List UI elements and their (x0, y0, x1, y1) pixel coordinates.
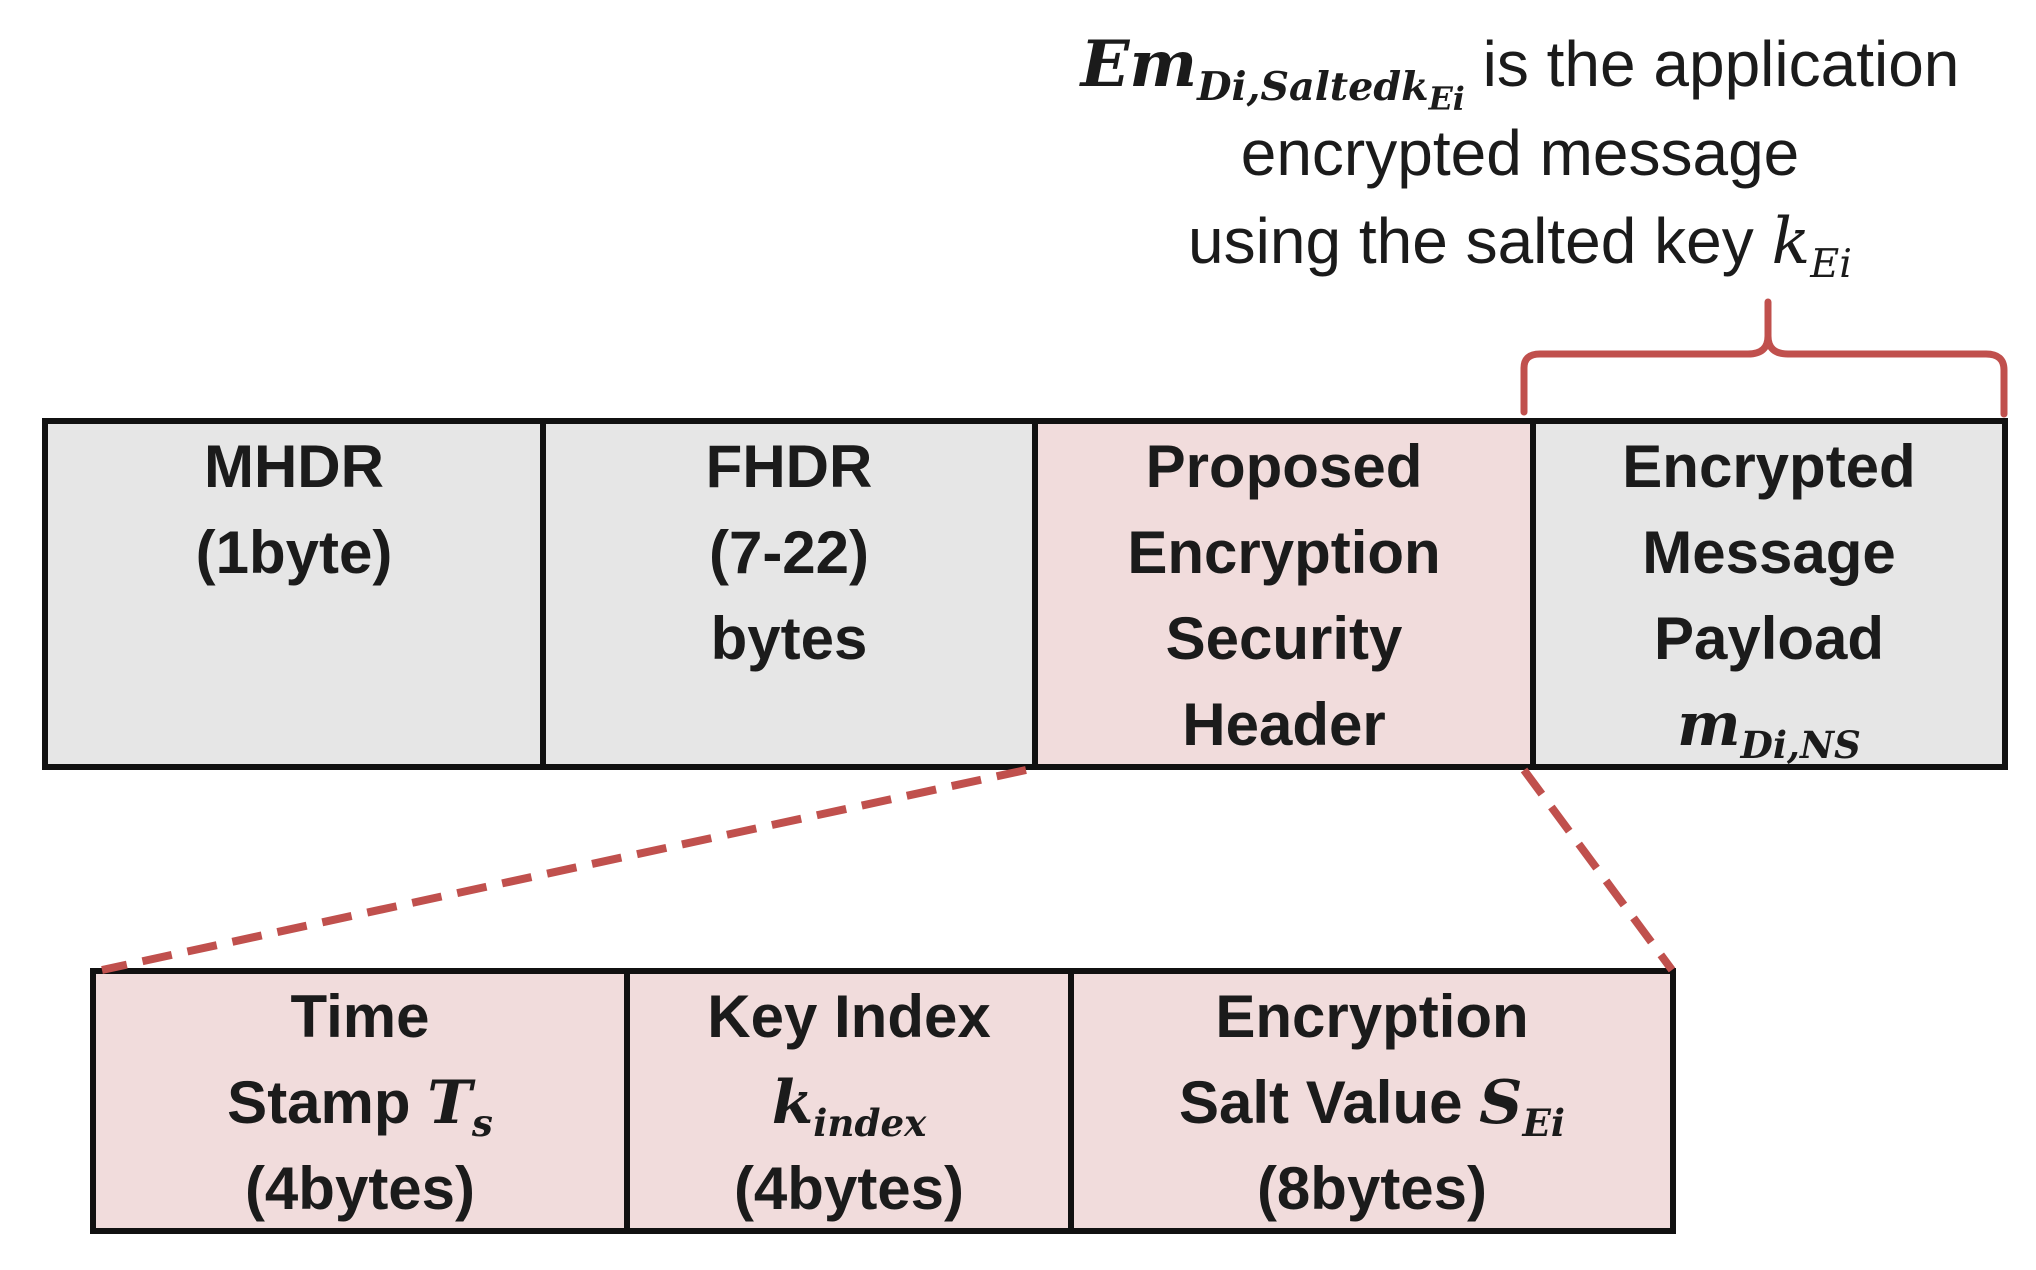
payload-annotation: EmDi,SaltedkEi is the application encryp… (1020, 20, 2020, 286)
field-mhdr: MHDR (1byte) (48, 424, 540, 764)
timestamp-line-1: Time (290, 983, 430, 1050)
annotation-line-2: encrypted message (1240, 117, 1800, 189)
security-header-line-4: Header (1182, 691, 1386, 758)
key-index-line-1: Key Index (707, 983, 991, 1050)
key-index-size: (4bytes) (733, 1155, 965, 1222)
field-mhdr-name: MHDR (204, 433, 384, 500)
timestamp-size: (4bytes) (244, 1155, 476, 1222)
annotation-line-1: EmDi,SaltedkEi is the application (1080, 27, 1960, 118)
salted-key-symbol: kEi (1771, 205, 1852, 287)
lorawan-frame: MHDR (1byte) FHDR (7-22) bytes Proposed … (42, 418, 2008, 770)
expansion-line-left (101, 766, 1027, 974)
security-header-detail: Time Stamp Ts (4bytes) Key Index kindex … (90, 968, 1676, 1234)
field-security-header: Proposed Encryption Security Header (1032, 424, 1530, 764)
security-header-line-2: Encryption (1127, 519, 1441, 586)
key-index-symbol: kindex (771, 1068, 927, 1146)
encrypted-message-symbol: EmDi,SaltedkEi (1080, 27, 1465, 118)
field-encrypted-payload: Encrypted Message Payload mDi,NS (1530, 424, 2002, 764)
timestamp-line-2: Stamp Ts (227, 1068, 493, 1146)
field-mhdr-size: (1byte) (195, 519, 393, 586)
payload-line-3: Payload (1653, 605, 1885, 672)
security-header-line-3: Security (1165, 605, 1403, 672)
salt-line-1: Encryption (1215, 983, 1529, 1050)
timestamp-symbol: Ts (427, 1068, 493, 1146)
field-fhdr-name: FHDR (705, 433, 873, 500)
payload-symbol: mDi,NS (1677, 690, 1861, 768)
field-salt-value: Encryption Salt Value SEi (8bytes) (1068, 974, 1670, 1228)
field-timestamp: Time Stamp Ts (4bytes) (96, 974, 624, 1228)
security-header-line-1: Proposed (1145, 433, 1423, 500)
salt-symbol: SEi (1479, 1068, 1565, 1146)
field-fhdr-unit: bytes (710, 605, 868, 672)
field-key-index: Key Index kindex (4bytes) (624, 974, 1068, 1228)
annotation-line-3: using the salted key kEi (1188, 205, 1852, 287)
payload-line-2: Message (1642, 519, 1896, 586)
payload-brace (1520, 298, 2008, 418)
expansion-line-right (1520, 767, 1676, 973)
payload-line-1: Encrypted (1622, 433, 1916, 500)
field-fhdr: FHDR (7-22) bytes (540, 424, 1032, 764)
salt-line-2: Salt Value SEi (1179, 1068, 1565, 1146)
salt-size: (8bytes) (1256, 1155, 1488, 1222)
field-fhdr-size: (7-22) (708, 519, 870, 586)
